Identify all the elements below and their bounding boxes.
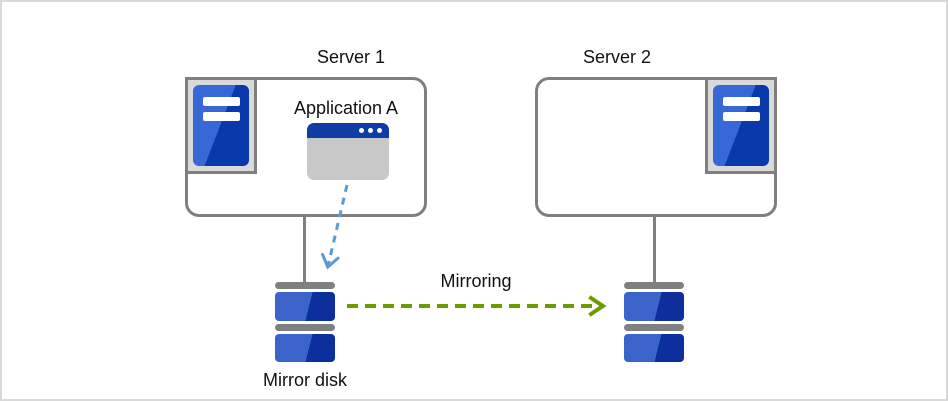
tower-slot-bar <box>723 112 760 121</box>
disk-platter <box>624 334 684 362</box>
disk-platter <box>624 292 684 321</box>
tower-slot-bar <box>203 97 240 106</box>
server1-tower-icon <box>185 77 257 174</box>
disk-cap <box>624 282 684 289</box>
window-dot-icon <box>368 128 373 133</box>
server1-label: Server 1 <box>316 47 386 67</box>
application-a-label: Application A <box>293 98 399 118</box>
server2-tower-icon <box>705 77 777 174</box>
server-tower-glyph <box>193 85 249 166</box>
tower-slot-bar <box>203 112 240 121</box>
disk-cap <box>624 324 684 331</box>
disk-cap <box>275 282 335 289</box>
server1-disk-connector <box>303 214 306 284</box>
tower-slot-bar <box>723 97 760 106</box>
window-titlebar <box>307 123 389 138</box>
application-window-icon <box>307 123 389 180</box>
disk-platter <box>275 292 335 321</box>
disk-platter <box>275 334 335 362</box>
server-tower-glyph <box>713 85 769 166</box>
mirroring-label: Mirroring <box>440 271 512 291</box>
mirror-disk-icon-server1 <box>275 282 335 364</box>
disk-cap <box>275 324 335 331</box>
mirror-disk-label: Mirror disk <box>263 370 347 390</box>
server2-disk-connector <box>653 214 656 284</box>
mirror-disk-icon-server2 <box>624 282 684 364</box>
window-dot-icon <box>377 128 382 133</box>
window-dot-icon <box>359 128 364 133</box>
server2-label: Server 2 <box>582 47 652 67</box>
